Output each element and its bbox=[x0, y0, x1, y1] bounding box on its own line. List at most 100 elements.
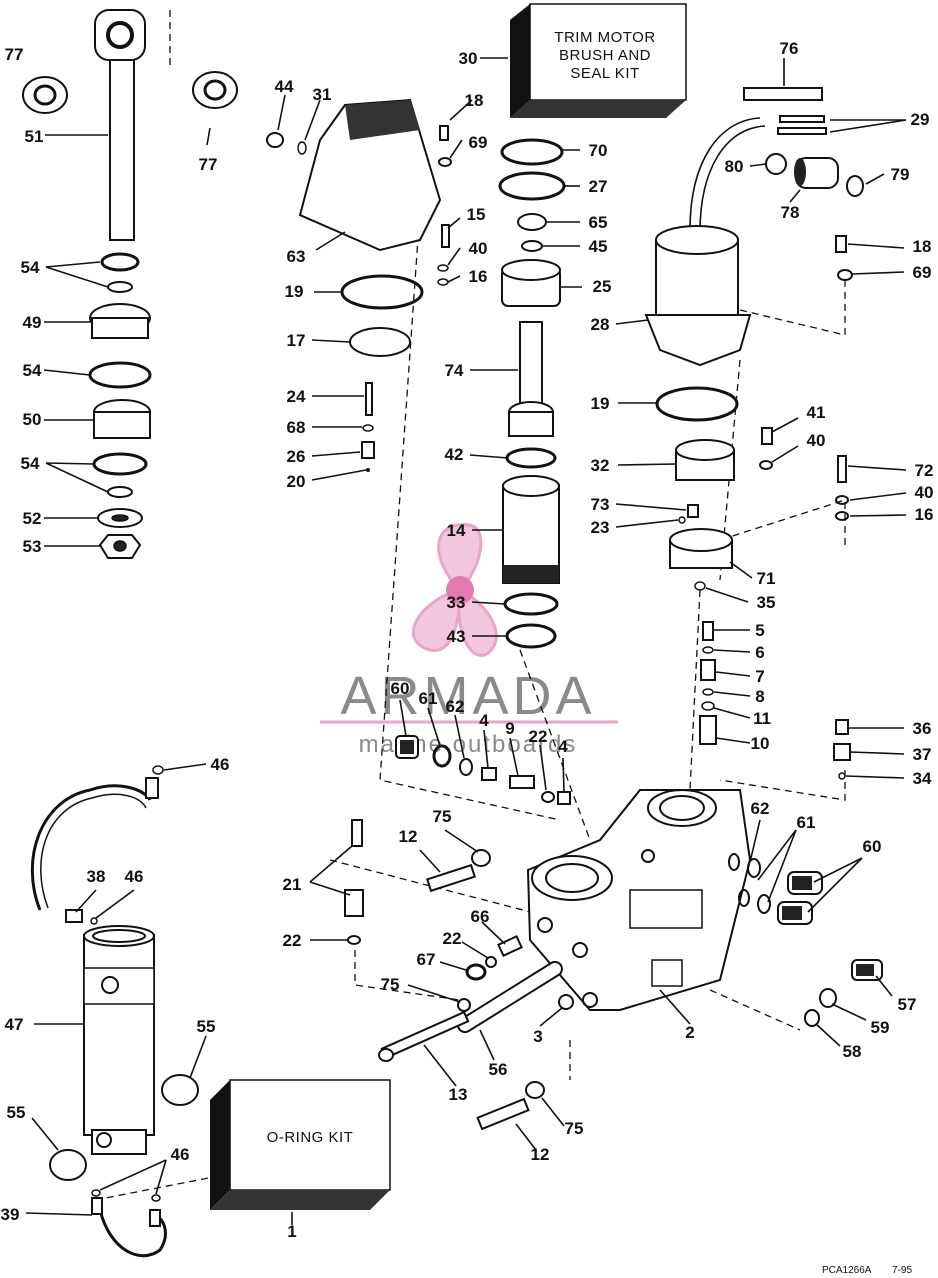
callout-6: 6 bbox=[755, 643, 764, 662]
watermark-tagline: marine outboards bbox=[359, 731, 578, 758]
callout-69: 69 bbox=[913, 263, 932, 282]
drawing-date: 7-95 bbox=[892, 1265, 912, 1276]
callout-54: 54 bbox=[21, 454, 40, 473]
trim-kit-line-2: BRUSH AND bbox=[559, 47, 651, 64]
valve-fittings bbox=[344, 735, 883, 1131]
callout-43: 43 bbox=[447, 627, 466, 646]
callout-40: 40 bbox=[469, 239, 488, 258]
callout-50: 50 bbox=[23, 410, 42, 429]
callout-44: 44 bbox=[275, 77, 294, 96]
callout-41: 41 bbox=[807, 403, 826, 422]
callout-2: 2 bbox=[685, 1023, 694, 1042]
callout-62: 62 bbox=[446, 697, 465, 716]
callout-75: 75 bbox=[433, 807, 452, 826]
callout-33: 33 bbox=[447, 593, 466, 612]
callout-11: 11 bbox=[753, 709, 771, 728]
oring-kit-box: O-RING KIT bbox=[210, 1079, 391, 1210]
pump-cover-assembly bbox=[266, 98, 452, 472]
callout-63: 63 bbox=[287, 247, 306, 266]
callout-34: 34 bbox=[913, 769, 932, 788]
callout-76: 76 bbox=[780, 39, 799, 58]
callout-60: 60 bbox=[391, 679, 410, 698]
callout-38: 38 bbox=[87, 867, 106, 886]
watermark-brand: ARMADA bbox=[340, 666, 595, 726]
callout-22: 22 bbox=[443, 929, 462, 948]
callout-25: 25 bbox=[593, 277, 612, 296]
callout-7: 7 bbox=[755, 667, 764, 686]
callout-29: 29 bbox=[911, 110, 930, 129]
callout-73: 73 bbox=[591, 495, 610, 514]
callout-12: 12 bbox=[531, 1145, 550, 1164]
callout-46: 46 bbox=[211, 755, 230, 774]
callout-69: 69 bbox=[469, 133, 488, 152]
callout-46: 46 bbox=[125, 867, 144, 886]
callout-21: 21 bbox=[283, 875, 302, 894]
callout-4: 4 bbox=[479, 711, 489, 730]
manifold-body bbox=[526, 789, 752, 1011]
callout-9: 9 bbox=[505, 719, 514, 738]
callout-22: 22 bbox=[529, 727, 548, 746]
callout-39: 39 bbox=[1, 1205, 20, 1224]
callout-51: 51 bbox=[25, 127, 44, 146]
reservoir-assembly bbox=[498, 138, 566, 649]
callout-20: 20 bbox=[287, 472, 306, 491]
callout-47: 47 bbox=[5, 1015, 24, 1034]
callout-45: 45 bbox=[589, 237, 608, 256]
oring-kit-label: O-RING KIT bbox=[267, 1129, 354, 1146]
callout-40: 40 bbox=[915, 483, 934, 502]
callout-37: 37 bbox=[913, 745, 932, 764]
callout-36: 36 bbox=[913, 719, 932, 738]
trim-motor-assembly bbox=[644, 87, 864, 780]
callout-30: 30 bbox=[459, 49, 478, 68]
callout-79: 79 bbox=[891, 165, 910, 184]
callout-61: 61 bbox=[797, 813, 816, 832]
callout-46: 46 bbox=[171, 1145, 190, 1164]
callout-54: 54 bbox=[21, 258, 40, 277]
callout-71: 71 bbox=[757, 569, 776, 588]
callout-53: 53 bbox=[23, 537, 42, 556]
callout-75: 75 bbox=[381, 975, 400, 994]
callout-42: 42 bbox=[445, 445, 464, 464]
callout-16: 16 bbox=[469, 267, 488, 286]
callout-26: 26 bbox=[287, 447, 306, 466]
callout-74: 74 bbox=[445, 361, 464, 380]
callout-32: 32 bbox=[591, 456, 610, 475]
callout-5: 5 bbox=[755, 621, 764, 640]
callout-22: 22 bbox=[283, 931, 302, 950]
callout-68: 68 bbox=[287, 418, 306, 437]
callout-52: 52 bbox=[23, 509, 42, 528]
callout-16: 16 bbox=[915, 505, 934, 524]
callout-61: 61 bbox=[419, 689, 438, 708]
callout-55: 55 bbox=[7, 1103, 26, 1122]
callout-59: 59 bbox=[871, 1018, 890, 1037]
callout-4: 4 bbox=[558, 737, 568, 756]
callout-49: 49 bbox=[23, 313, 42, 332]
trim-kit-line-3: SEAL KIT bbox=[570, 65, 639, 82]
callout-77: 77 bbox=[5, 45, 24, 64]
callout-14: 14 bbox=[447, 521, 466, 540]
tilt-cylinder-assembly bbox=[30, 765, 199, 1258]
callout-1: 1 bbox=[287, 1222, 296, 1241]
callout-56: 56 bbox=[489, 1060, 508, 1079]
callout-57: 57 bbox=[898, 995, 917, 1014]
callout-15: 15 bbox=[467, 205, 486, 224]
piston-rod-assembly bbox=[22, 9, 238, 559]
callout-17: 17 bbox=[287, 331, 306, 350]
callout-23: 23 bbox=[591, 518, 610, 537]
callout-24: 24 bbox=[287, 387, 306, 406]
callout-3: 3 bbox=[533, 1027, 542, 1046]
callout-10: 10 bbox=[751, 734, 770, 753]
callout-28: 28 bbox=[591, 315, 610, 334]
callout-78: 78 bbox=[781, 203, 800, 222]
propeller-logo-icon bbox=[411, 523, 498, 657]
callout-77: 77 bbox=[199, 155, 218, 174]
drawing-code: PCA1266A bbox=[822, 1265, 872, 1276]
callout-27: 27 bbox=[589, 177, 608, 196]
callout-19: 19 bbox=[591, 394, 610, 413]
callout-60: 60 bbox=[863, 837, 882, 856]
callout-35: 35 bbox=[757, 593, 776, 612]
callout-19: 19 bbox=[285, 282, 304, 301]
callout-8: 8 bbox=[755, 687, 764, 706]
